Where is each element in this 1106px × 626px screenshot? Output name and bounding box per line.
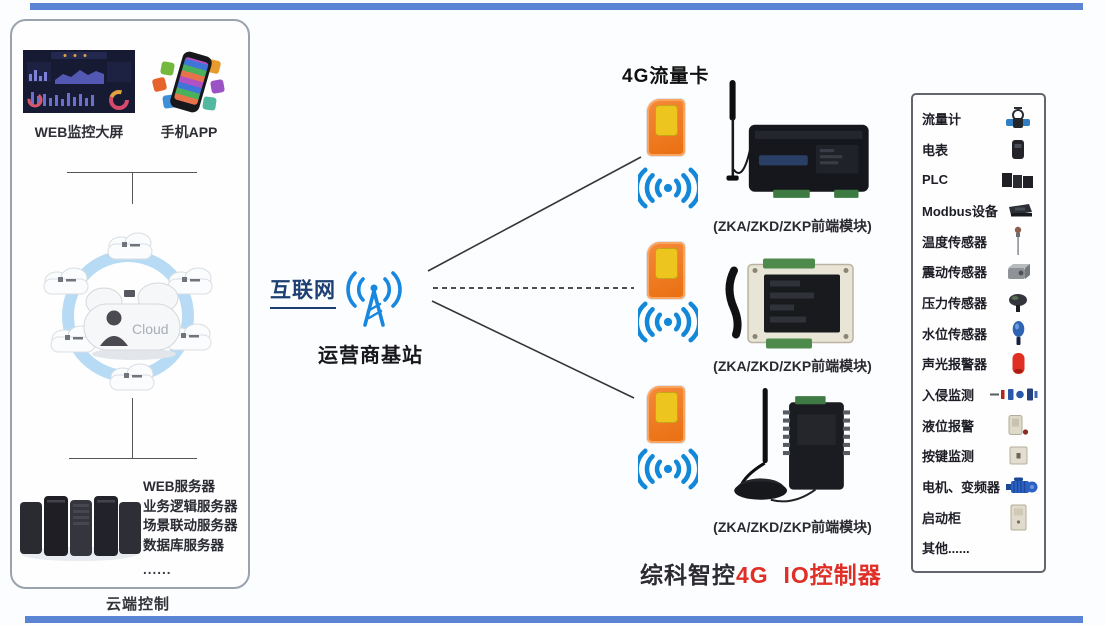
panel-item-label: 水位传感器: [922, 326, 988, 342]
frontend-module-label: (ZKA/ZKD/ZKP前端模块): [713, 519, 872, 535]
vibration-sensor-icon: [996, 263, 1040, 280]
server-list: WEB服务器 业务逻辑服务器 场景联动服务器 数据库服务器 ......: [143, 477, 247, 580]
panel-item-label: 压力传感器: [922, 295, 988, 311]
panel-row: 温度传感器: [922, 226, 1040, 257]
server-list-item: 业务逻辑服务器: [143, 498, 238, 514]
connector-line: [132, 172, 133, 204]
controller-caption: 综科智控4G IO控制器: [640, 556, 940, 590]
panel-item-label: 声光报警器: [922, 357, 988, 373]
sim-card-icon: [647, 99, 685, 156]
web-screen-label: WEB监控大屏: [34, 124, 124, 140]
panel-item-label: 入侵监测: [922, 387, 975, 403]
water-level-sensor-icon: [996, 320, 1040, 346]
panel-row: PLC: [922, 164, 1040, 195]
connected-devices-panel: 流量计 电表 PLC Modbus设备 温度传感器: [911, 93, 1046, 573]
panel-row: 启动柜: [922, 502, 1040, 533]
sim-card-title: 4G流量卡: [622, 66, 710, 87]
panel-item-label: 流量计: [922, 111, 962, 127]
cloud-control-caption: 云端控制: [105, 596, 170, 613]
controller-brand-text: 综科智控: [640, 562, 736, 588]
panel-item-label: 启动柜: [922, 510, 962, 526]
panel-item-label: 电机、变频器: [922, 479, 1001, 495]
panel-item-label: Modbus设备: [922, 203, 998, 219]
top-border-bar: [30, 3, 1083, 10]
server-list-item: WEB服务器: [143, 479, 215, 494]
controller-product-text: 4G IO控制器: [736, 562, 882, 588]
connector-line: [69, 458, 197, 459]
panel-row: 流量计: [922, 103, 1040, 134]
panel-row: 声光报警器: [922, 348, 1040, 379]
key-monitor-icon: [996, 446, 1040, 465]
panel-row: 液位报警: [922, 410, 1040, 441]
panel-row: 压力传感器: [922, 287, 1040, 318]
app-tile-icon: [159, 60, 176, 77]
frontend-module-label: (ZKA/ZKD/ZKP前端模块): [713, 218, 872, 234]
cloud-platform-box: WEB监控大屏 手机APP: [10, 19, 250, 589]
starter-cabinet-icon: [996, 504, 1040, 531]
intrusion-monitor-icon: [988, 388, 1040, 401]
app-tile-icon: [209, 78, 226, 95]
server-list-ellipsis: ......: [143, 562, 172, 577]
bottom-border-bar: [25, 616, 1083, 623]
frontend-module-device-image: [725, 258, 854, 349]
panel-item-label: PLC: [922, 172, 948, 188]
flow-meter-icon: [996, 106, 1040, 130]
mobile-app-image: [151, 49, 226, 116]
wireless-signal-icon: [638, 301, 698, 343]
web-dashboard-image: [23, 50, 135, 113]
frontend-module-device-image: [726, 80, 869, 198]
electric-meter-icon: [996, 139, 1040, 160]
sim-card-icon: [647, 242, 685, 299]
connector-line: [132, 398, 133, 458]
wireless-signal-icon: [638, 448, 698, 490]
cloud-network-icon: Cloud: [43, 232, 213, 391]
modbus-device-icon: [998, 203, 1042, 218]
motor-inverter-icon: [1004, 476, 1040, 496]
plc-icon: [996, 171, 1040, 189]
temperature-sensor-icon: [996, 226, 1040, 256]
panel-item-label: 液位报警: [922, 418, 975, 434]
panel-row: 电表: [922, 134, 1040, 165]
panel-row: 电机、变频器: [922, 471, 1040, 502]
panel-item-label: 震动传感器: [922, 265, 988, 281]
app-tile-icon: [151, 76, 168, 93]
panel-item-label: 温度传感器: [922, 234, 988, 250]
panel-row: 震动传感器: [922, 256, 1040, 287]
frontend-module-device-image: [734, 388, 850, 503]
panel-item-label: 其他......: [922, 541, 970, 557]
panel-row: 水位传感器: [922, 318, 1040, 349]
server-list-item: 场景联动服务器: [143, 518, 238, 533]
sound-light-alarm-icon: [996, 352, 1040, 375]
server-list-item: 数据库服务器: [143, 537, 224, 553]
internet-label: 互联网: [270, 274, 336, 309]
frontend-module-label: (ZKA/ZKD/ZKP前端模块): [713, 358, 872, 374]
server-racks-image: [20, 496, 141, 561]
panel-item-label: 按键监测: [922, 449, 975, 465]
panel-row: 入侵监测: [922, 379, 1040, 410]
cloud-center-text: Cloud: [132, 321, 169, 337]
liquid-level-alarm-icon: [996, 414, 1040, 437]
panel-row: Modbus设备: [922, 195, 1040, 226]
mobile-app-label: 手机APP: [160, 124, 218, 140]
pressure-sensor-icon: [996, 293, 1040, 312]
base-station-label: 运营商基站: [318, 345, 423, 367]
panel-item-label: 电表: [922, 142, 949, 158]
sim-card-icon: [647, 386, 685, 443]
base-station-antenna-icon: [346, 271, 402, 327]
panel-row: 其他......: [922, 532, 1040, 563]
app-tile-icon: [202, 96, 217, 111]
wireless-signal-icon: [638, 167, 698, 209]
panel-row: 按键监测: [922, 440, 1040, 471]
